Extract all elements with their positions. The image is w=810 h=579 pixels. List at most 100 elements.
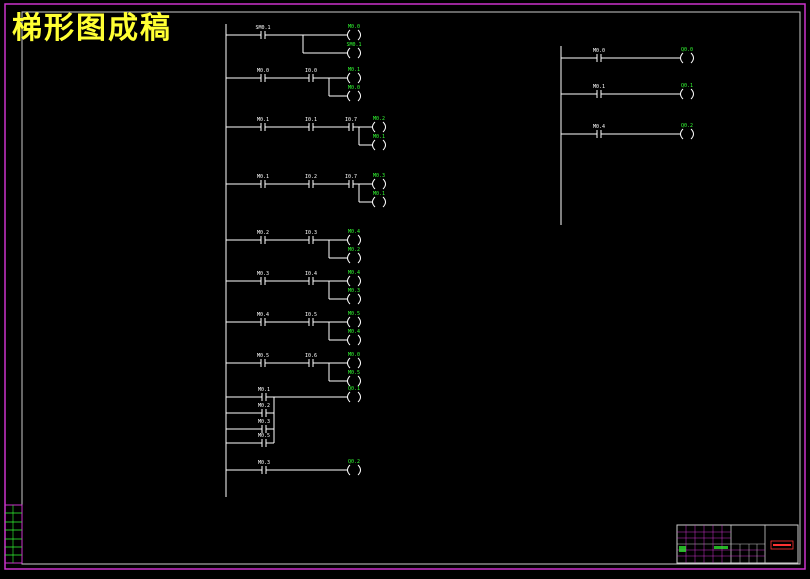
no-contact: M0.1 — [257, 174, 269, 188]
output-coil: M0.2 — [347, 247, 361, 264]
coil-left-arc — [347, 293, 351, 305]
contact-label: M0.4 — [257, 312, 269, 318]
output-coil: M0.4 — [347, 229, 361, 246]
coil-right-arc — [382, 121, 386, 133]
no-contact: M0.1 — [593, 84, 605, 98]
contact-label: M0.3 — [257, 271, 269, 277]
coil-left-arc — [347, 464, 351, 476]
coil-label: Q0.2 — [681, 123, 693, 129]
contact-label: M0.5 — [257, 353, 269, 359]
contact-label: M0.1 — [593, 84, 605, 90]
contact-label: M0.1 — [257, 117, 269, 123]
no-contact: M0.0 — [257, 68, 269, 82]
coil-right-arc — [357, 316, 361, 328]
coil-label: M0.1 — [348, 67, 360, 73]
coil-label: M0.5 — [348, 370, 360, 376]
coil-right-arc — [357, 464, 361, 476]
coil-label: M0.0 — [348, 24, 360, 30]
output-coil: M0.4 — [347, 270, 361, 287]
coil-left-arc — [680, 52, 684, 64]
coil-label: M0.0 — [348, 352, 360, 358]
no-contact: M0.4 — [257, 312, 269, 326]
no-contact: M0.1 — [258, 387, 270, 401]
output-coil: M0.0 — [347, 24, 361, 41]
drawing-title: 梯形图成稿 — [12, 11, 172, 46]
contact-label: M0.2 — [257, 230, 269, 236]
contact-label: I0.7 — [345, 117, 357, 123]
no-contact: I0.7 — [345, 174, 357, 188]
output-coil: M0.0 — [347, 85, 361, 102]
coil-left-arc — [372, 178, 376, 190]
output-coil: Q0.2 — [680, 123, 694, 140]
coil-right-arc — [357, 90, 361, 102]
coil-left-arc — [347, 47, 351, 59]
coil-left-arc — [347, 357, 351, 369]
ladder-rung: M0.0 Q0.0 — [561, 47, 694, 64]
coil-right-arc — [690, 52, 694, 64]
no-contact: M0.5 — [258, 433, 270, 447]
contact-label: M0.0 — [593, 48, 605, 54]
output-coil: Q0.1 — [680, 83, 694, 100]
coil-label: M0.3 — [348, 288, 360, 294]
coil-left-arc — [347, 72, 351, 84]
no-contact: I0.6 — [305, 353, 317, 367]
output-coil: Q0.2 — [347, 459, 361, 476]
no-contact: I0.0 — [305, 68, 317, 82]
contact-label: I0.3 — [305, 230, 317, 236]
coil-left-arc — [347, 275, 351, 287]
coil-left-arc — [372, 121, 376, 133]
coil-label: M0.3 — [373, 173, 385, 179]
coil-right-arc — [357, 252, 361, 264]
coil-left-arc — [680, 128, 684, 140]
output-coil: M0.1 — [372, 134, 386, 151]
output-coil: M0.5 — [347, 311, 361, 328]
coil-label: M0.1 — [373, 191, 385, 197]
coil-left-arc — [680, 88, 684, 100]
coil-right-arc — [357, 375, 361, 387]
coil-left-arc — [347, 334, 351, 346]
coil-right-arc — [357, 357, 361, 369]
coil-right-arc — [357, 72, 361, 84]
coil-left-arc — [372, 196, 376, 208]
binding-strip — [4, 504, 23, 564]
coil-right-arc — [357, 234, 361, 246]
coil-label: Q0.1 — [348, 386, 360, 392]
output-coil: M0.3 — [347, 288, 361, 305]
coil-label: Q0.2 — [348, 459, 360, 465]
contact-label: M0.2 — [258, 403, 270, 409]
no-contact: I0.4 — [305, 271, 317, 285]
coil-left-arc — [347, 316, 351, 328]
contact-label: I0.7 — [345, 174, 357, 180]
contact-label: SM0.1 — [255, 25, 270, 31]
output-coil: Q0.1 — [347, 386, 361, 403]
contact-label: I0.1 — [305, 117, 317, 123]
contact-label: M0.1 — [257, 174, 269, 180]
title-block — [676, 524, 799, 564]
coil-right-arc — [357, 47, 361, 59]
outer-border — [4, 3, 806, 570]
no-contact: I0.5 — [305, 312, 317, 326]
coil-right-arc — [357, 29, 361, 41]
output-coil: SM0.1 — [346, 42, 362, 59]
output-coil: M0.2 — [372, 116, 386, 133]
title-stamp — [770, 540, 794, 550]
inner-border — [21, 11, 801, 565]
no-contact: M0.3 — [257, 271, 269, 285]
output-coil: M0.5 — [347, 370, 361, 387]
coil-right-arc — [382, 196, 386, 208]
output-coil: M0.1 — [372, 191, 386, 208]
coil-label: Q0.0 — [681, 47, 693, 53]
no-contact: I0.1 — [305, 117, 317, 131]
coil-left-arc — [347, 90, 351, 102]
coil-right-arc — [357, 334, 361, 346]
coil-right-arc — [382, 178, 386, 190]
coil-right-arc — [357, 391, 361, 403]
